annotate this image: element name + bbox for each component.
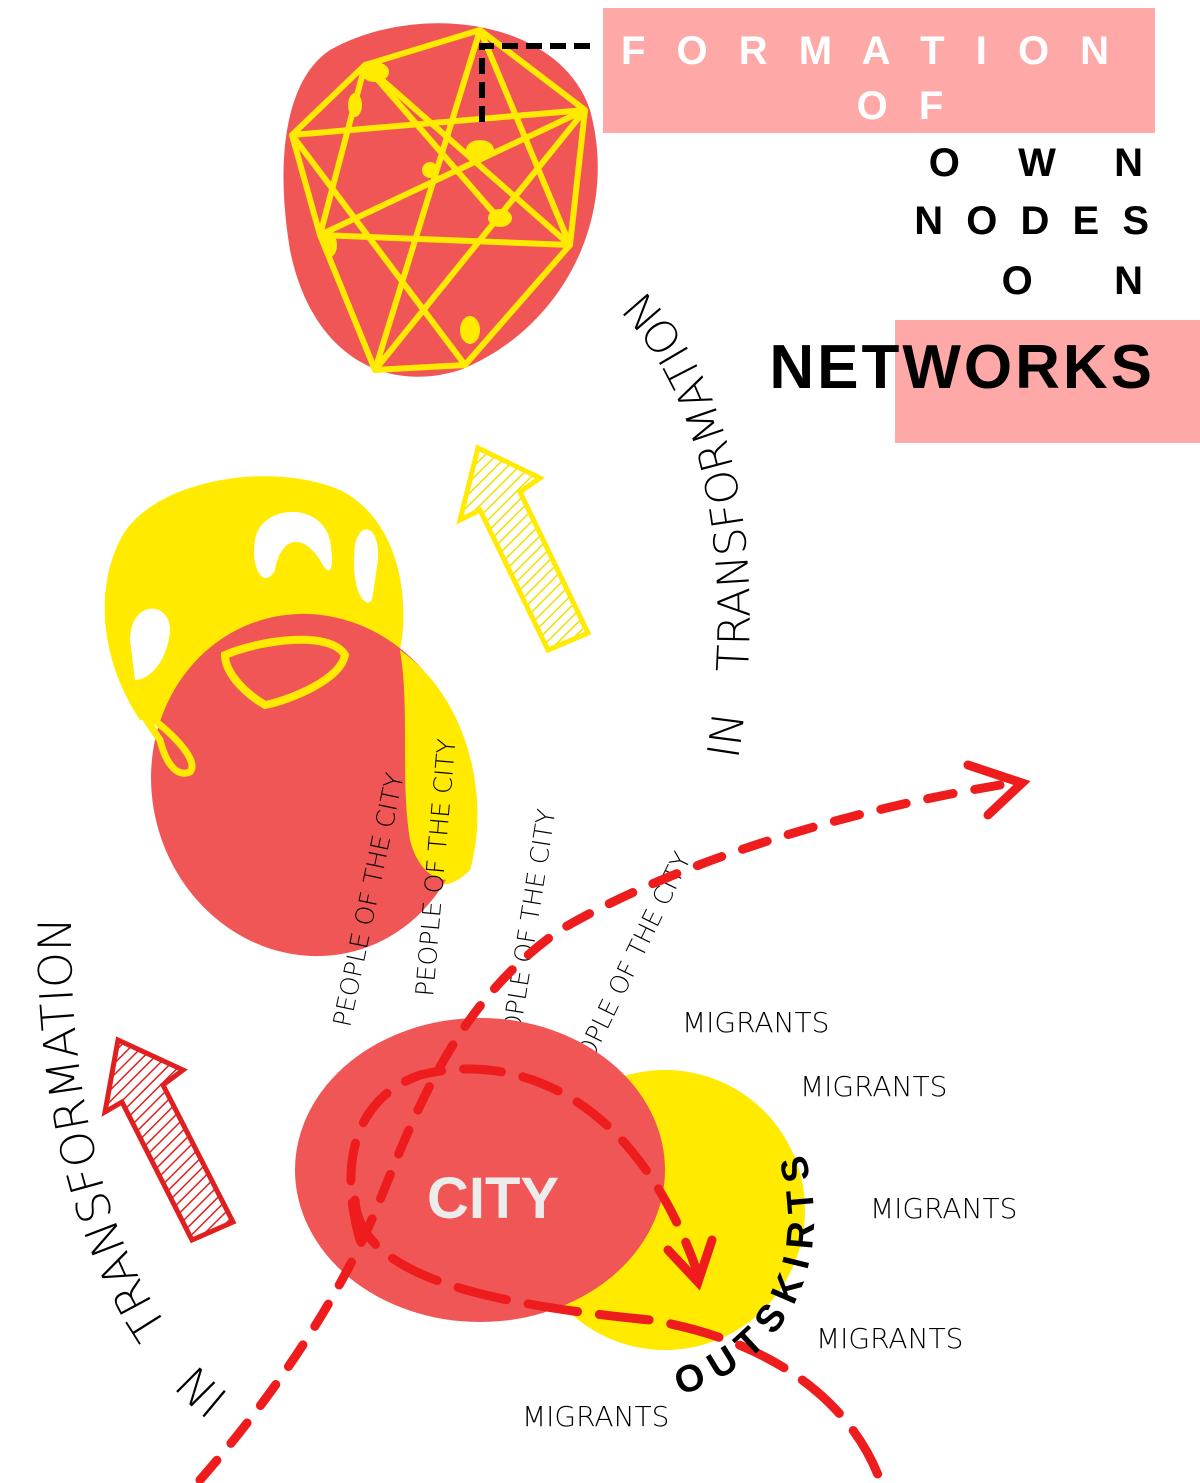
dashed-arrowhead (963, 760, 1031, 820)
title-nodes: N O D E S (914, 199, 1155, 243)
dashed-path-outskirts (350, 1195, 885, 1483)
network-lines (289, 27, 588, 373)
red-transformation-arrow (101, 1036, 237, 1244)
blob-hole (353, 529, 379, 603)
dashed-path-loop (346, 1064, 705, 1285)
migrants-label: MIGRANTS (816, 1322, 963, 1355)
migration-dashed-paths (195, 760, 1031, 1483)
yellow-drop (137, 707, 196, 777)
blob-hole (130, 608, 170, 680)
dashed-path-outward (195, 780, 1005, 1483)
network-node-dots (323, 62, 512, 344)
network-node-blob (283, 23, 598, 377)
yellow-swoosh (220, 635, 350, 710)
title-networks: NETWORKS (769, 333, 1155, 402)
migrants-label: MIGRANTS (800, 1070, 947, 1103)
dashed-loop-arrowhead (663, 1235, 717, 1291)
title-of: O F (857, 84, 954, 128)
migrants-label: MIGRANTS (870, 1192, 1017, 1225)
yellow-transformation-arrow (456, 444, 592, 654)
migrants-label: MIGRANTS (522, 1400, 669, 1433)
blob-hole (254, 511, 332, 579)
title-highlight-box (603, 8, 1155, 133)
people-red-blob (151, 613, 469, 957)
yellow-overlap (400, 650, 478, 880)
title-own: O W N (929, 141, 1155, 185)
dashed-connector (479, 43, 590, 130)
city-label: CITY (427, 1166, 559, 1231)
networks-highlight-box (895, 320, 1200, 443)
title-formation: F O R M A T I O N (621, 29, 1119, 73)
title-on: O N (1002, 259, 1155, 303)
migrants-label: MIGRANTS (682, 1006, 829, 1039)
